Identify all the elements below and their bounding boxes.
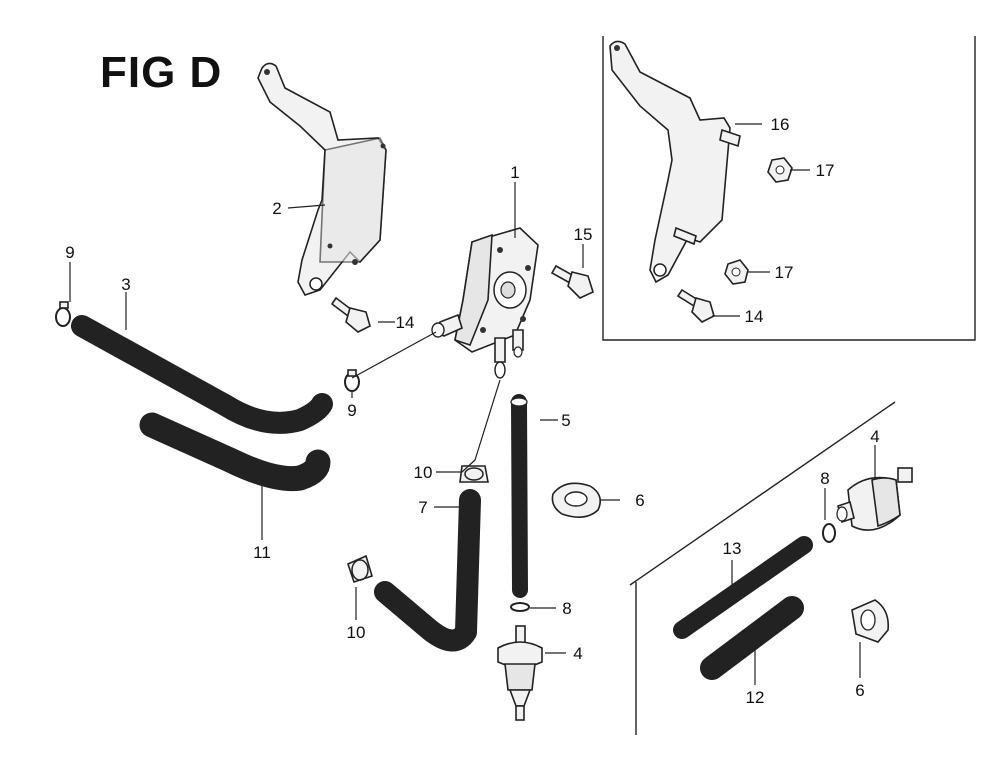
callout-7: 7 [418, 498, 427, 517]
part-17-nut-lower [724, 259, 749, 285]
callout-6-inset: 6 [855, 681, 864, 700]
callout-10-lower: 10 [347, 623, 366, 642]
part-3-hose [71, 315, 333, 434]
part-10-clamp-upper [459, 465, 489, 483]
part-17-nut-upper [767, 157, 793, 183]
callout-9-left: 9 [65, 243, 74, 262]
callout-4-center: 4 [573, 644, 582, 663]
callout-13: 13 [723, 539, 742, 558]
part-9-clamp-left [55, 301, 71, 327]
part-14-bolt-center [330, 296, 371, 333]
callout-14-inset: 14 [745, 307, 764, 326]
part-11-hose [139, 412, 331, 492]
callout-4-inset: 4 [870, 427, 879, 446]
leader-lines [69, 123, 876, 685]
part-13-tube [673, 536, 813, 639]
callout-8-center: 8 [562, 599, 571, 618]
part-8-clamp-inset [822, 523, 836, 543]
figure-title: FIG D [100, 48, 223, 97]
part-4-fuel-filter-inset [836, 467, 913, 531]
part-2-bracket [257, 62, 387, 296]
part-8-clamp-center [510, 602, 530, 612]
callout-5: 5 [561, 411, 570, 430]
part-7-hose [374, 489, 481, 652]
part-16-bracket-inset [609, 40, 741, 284]
part-14-bolt-inset [676, 288, 715, 323]
part-6-grommet-inset [851, 599, 890, 643]
callout-10-upper: 10 [414, 463, 433, 482]
callout-17-upper: 17 [816, 161, 835, 180]
part-9-clamp-center [344, 369, 360, 392]
part-5-tube [510, 394, 528, 598]
callout-12: 12 [746, 688, 765, 707]
inset-frame-filter [629, 401, 896, 735]
part-15-bolt [550, 264, 594, 299]
part-6-grommet [551, 482, 601, 518]
part-1-fuel-pump [431, 227, 539, 379]
callout-9-center: 9 [347, 401, 356, 420]
inset-frame-bracket [602, 36, 976, 341]
callout-8-inset: 8 [820, 469, 829, 488]
callout-14-center: 14 [396, 313, 415, 332]
callout-3: 3 [121, 275, 130, 294]
callout-6-center: 6 [635, 491, 644, 510]
callout-16: 16 [771, 115, 790, 134]
part-4-fuel-filter [497, 625, 543, 721]
callout-1: 1 [510, 163, 519, 182]
part-12-tube [700, 596, 804, 680]
callout-2: 2 [272, 199, 281, 218]
callout-15: 15 [574, 225, 593, 244]
callout-17-lower: 17 [775, 263, 794, 282]
callout-11: 11 [253, 543, 271, 562]
part-10-clamp-lower [347, 554, 373, 584]
